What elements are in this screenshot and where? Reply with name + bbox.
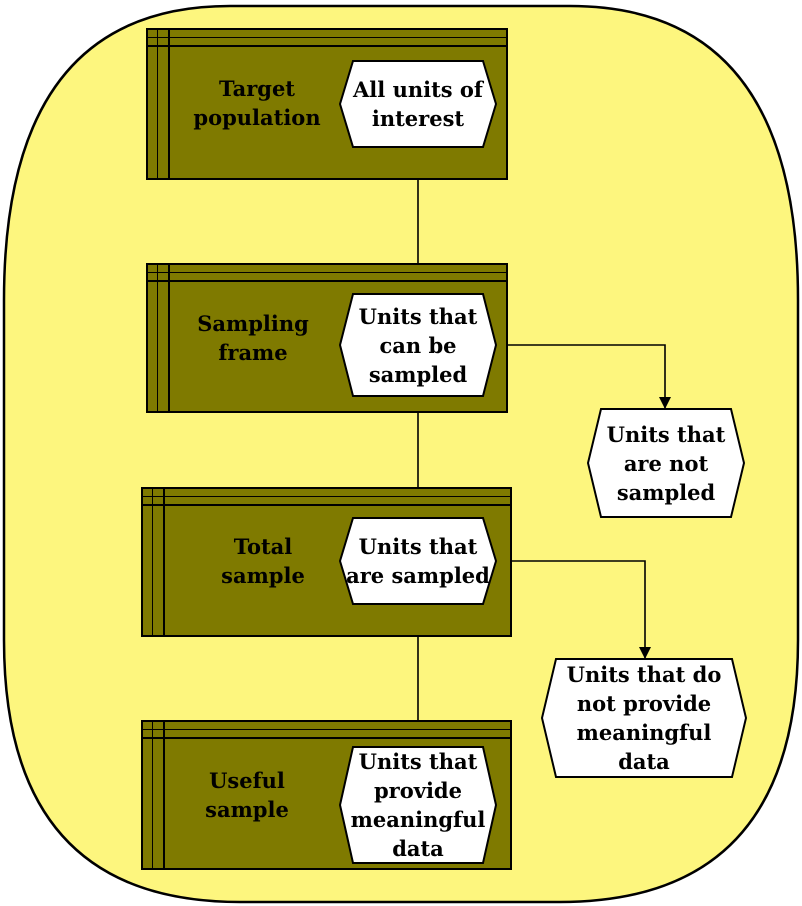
hex-label: Units that do not provide meaningful dat… [566,662,722,774]
box-top-line [148,37,506,38]
box-side-bar [143,722,165,868]
hex-units-that-do-not-provide-meaningful-data: Units that do not provide meaningful dat… [540,658,748,778]
hex-units-that-provide-meaningful-data: Units that provide meaningful data [338,746,498,864]
hex-text: Units that provide meaningful data [340,747,496,863]
box-side-line [157,30,158,178]
box-top-bar [143,722,510,739]
arrow-frame-to-not-sampled-head [659,397,671,409]
hexagon-shape [586,408,746,518]
hexagon-shape [338,746,498,864]
box-top-line [148,272,506,273]
hex-text: Units that are sampled [340,518,496,604]
box-top-line [143,496,510,497]
box-side-line [152,489,153,635]
arrow-total-to-not-meaningful [496,560,646,659]
hexagon-shape [338,517,498,605]
box-top-line [143,729,510,730]
arrow-frame-to-not-sampled [496,344,666,409]
stage-label-useful-sample: Useful sample [205,768,289,822]
hexagon-shape [338,293,498,397]
box-side-bar [143,489,165,635]
stage-label-total-sample: Total sample [221,534,305,588]
hex-units-that-are-not-sampled: Units that are not sampled [586,408,746,518]
hexagon-shape [540,658,748,778]
hex-label: Units that provide meaningful data [350,749,486,861]
hex-text: Units that are not sampled [588,409,744,517]
hex-units-that-are-sampled: Units that are sampled [338,517,498,605]
hex-label: Units that are not sampled [606,421,726,505]
hex-label: Units that are sampled [346,534,490,588]
hex-text: Units that do not provide meaningful dat… [542,659,746,777]
box-top-bar [148,30,506,47]
box-side-line [157,265,158,411]
stage-label-sampling-frame: Sampling frame [197,311,309,365]
hex-label: Units that can be sampled [358,303,478,387]
hex-text: Units that can be sampled [340,294,496,396]
hexagon-shape [338,60,498,148]
box-side-bar [148,265,170,411]
hex-all-units-of-interest: All units of interest [338,60,498,148]
hex-units-that-can-be-sampled: Units that can be sampled [338,293,498,397]
box-top-bar [143,489,510,506]
box-top-bar [148,265,506,282]
arrow-total-to-not-meaningful-head [639,647,651,659]
stage-box-target-population [146,28,508,180]
hex-text: All units of interest [340,61,496,147]
stage-label-target-population: Target population [193,76,321,130]
box-side-bar [148,30,170,178]
hex-label: All units of interest [353,77,483,131]
box-side-line [152,722,153,868]
